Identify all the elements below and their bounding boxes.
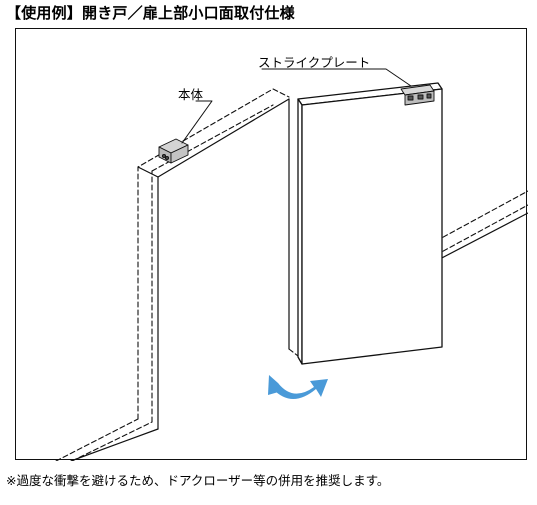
door-frame-right <box>288 190 528 360</box>
illustration-frame <box>15 28 528 461</box>
strike-plate-label: ストライクプレート <box>258 55 371 70</box>
door-panel <box>297 82 443 365</box>
strike-plate-device <box>400 84 435 106</box>
leader-lines <box>181 68 412 144</box>
door-frame-right-solid <box>435 212 528 262</box>
door-illustration <box>55 68 528 461</box>
recommendation-note: ※過度な衝撃を避けるため、ドアクローザー等の併用を推奨します。 <box>6 473 390 488</box>
main-body-device <box>158 138 189 164</box>
page-title: 【使用例】開き戸／扉上部小口面取付仕様 <box>6 4 295 22</box>
main-body-label: 本体 <box>178 87 204 102</box>
door-frame-edge <box>70 98 290 461</box>
door-frame-left <box>55 88 290 461</box>
double-curved-arrow-icon <box>268 375 328 399</box>
